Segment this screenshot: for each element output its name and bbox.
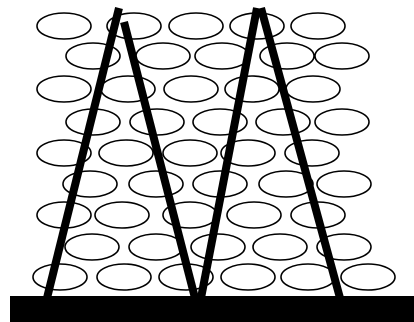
ellipse-r6-c3: [227, 202, 281, 228]
ellipse-r0-c0: [37, 13, 91, 39]
ellipse-r3-c4: [315, 109, 369, 135]
ellipse-r2-c4: [286, 76, 340, 102]
ellipse-r7-c0: [65, 234, 119, 260]
ellipse-r7-c3: [253, 234, 307, 260]
ellipse-r1-c1: [136, 43, 190, 69]
ellipse-r8-c0: [33, 264, 87, 290]
ellipse-r2-c3: [225, 76, 279, 102]
ellipse-r6-c1: [95, 202, 149, 228]
ellipse-r3-c1: [130, 109, 184, 135]
base-bar: [10, 296, 414, 322]
ellipse-r8-c4: [281, 264, 335, 290]
ellipse-r7-c1: [129, 234, 183, 260]
ellipse-r1-c2: [195, 43, 249, 69]
ellipse-r4-c1: [99, 140, 153, 166]
ellipse-r5-c1: [129, 171, 183, 197]
ellipse-r5-c4: [317, 171, 371, 197]
ellipse-r7-c2: [191, 234, 245, 260]
ellipse-r8-c3: [221, 264, 275, 290]
ellipse-r2-c2: [164, 76, 218, 102]
ellipse-r3-c3: [256, 109, 310, 135]
ellipse-r8-c5: [341, 264, 395, 290]
ellipse-r1-c4: [315, 43, 369, 69]
ellipse-r2-c0: [37, 76, 91, 102]
ellipse-r8-c1: [97, 264, 151, 290]
ellipse-r4-c2: [163, 140, 217, 166]
ellipse-r0-c2: [169, 13, 223, 39]
ellipse-r4-c4: [285, 140, 339, 166]
ellipse-r0-c4: [291, 13, 345, 39]
